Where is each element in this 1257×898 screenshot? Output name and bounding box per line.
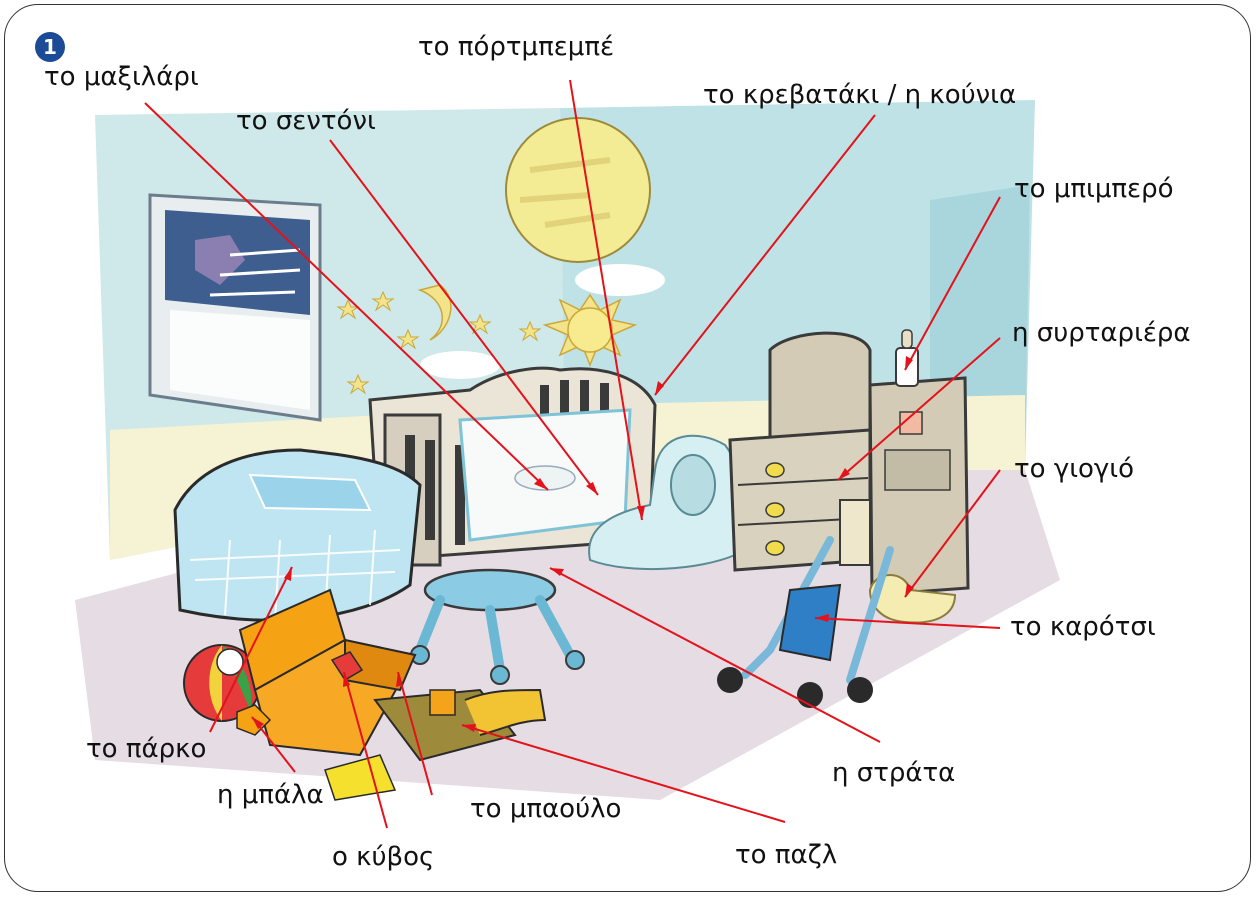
sun [542,293,638,368]
baby-walker [410,568,585,685]
label-yoyo: το γιογιό [1014,454,1135,484]
label-pillow: το μαξιλάρι [44,62,199,92]
label-chest-of-drawers: η συρταριέρα [1012,318,1191,348]
label-pram: το καρότσι [1010,612,1156,642]
ceiling-lamp [505,117,651,263]
number-badge: 1 [35,32,65,62]
label-sheet: το σεντόνι [236,106,376,136]
stars [336,290,542,395]
duck-toy [868,574,957,624]
label-puzzle: το παζλ [735,840,838,870]
label-playpen: το πάρκο [86,734,207,764]
beach-ball [183,644,261,722]
playpen [173,448,422,622]
label-cube: ο κύβος [332,842,435,872]
bassinet [588,434,743,571]
label-ball: η μπάλα [217,780,324,810]
label-walker: η στράτα [832,758,956,788]
chest-of-drawers [728,331,970,597]
label-toy-box: το μπαούλο [470,794,622,824]
label-lamp: το πόρτμπεμπέ [418,32,615,62]
toy-box [236,588,417,757]
pointer-arrowheads [252,356,914,732]
label-bottle: το μπιμπερό [1014,174,1174,204]
stroller [717,536,894,708]
pointer-lines [144,79,1001,829]
cloud [575,264,665,296]
puzzle-toys [324,688,547,801]
window [148,193,322,422]
label-cot: το κρεβατάκι / η κούνια [703,80,1017,110]
